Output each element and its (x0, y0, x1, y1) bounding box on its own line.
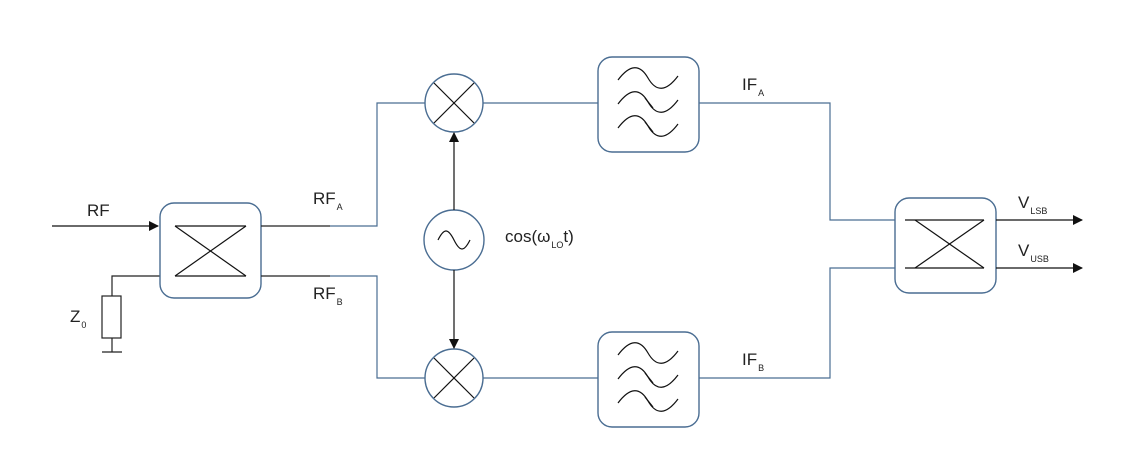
if-a-wire (699, 102, 895, 221)
if-a-label: IFA (742, 76, 764, 98)
lo-prefix: cos(ω (505, 227, 551, 246)
rf-input-text: RF (87, 201, 110, 220)
if-b-wire (699, 267, 895, 379)
rf-a-label: RFA (313, 190, 343, 212)
if-b-subscript: B (758, 363, 765, 373)
if-a-subscript: A (758, 88, 765, 98)
z0-label: Z0 (70, 308, 86, 330)
rf-a-text: RF (313, 189, 336, 208)
rf-input-label: RF (87, 202, 110, 219)
output-hybrid-coupler (894, 197, 997, 294)
mixer-b (424, 348, 484, 408)
input-hybrid-coupler (159, 202, 262, 299)
z0-termination (101, 275, 160, 353)
v-usb-subscript: USB (1030, 254, 1049, 264)
lo-subscript: LO (551, 240, 564, 250)
filter-b (597, 331, 700, 428)
local-oscillator (423, 209, 485, 271)
rf-b-text: RF (313, 284, 336, 303)
z0-subscript: 0 (81, 320, 87, 330)
lo-suffix: t) (563, 227, 574, 246)
mixer-a (424, 73, 484, 133)
if-b-label: IFB (742, 351, 764, 373)
v-lsb-subscript: LSB (1030, 206, 1048, 216)
rf-b-subscript: B (336, 297, 343, 307)
v-usb-label: VUSB (1018, 242, 1049, 264)
if-b-text: IF (742, 350, 758, 369)
v-usb-text: V (1018, 241, 1030, 260)
filter-a (597, 56, 700, 153)
rf-a-subscript: A (336, 202, 343, 212)
v-lsb-label: VLSB (1018, 194, 1047, 216)
rf-b-label: RFB (313, 285, 343, 307)
lo-label: cos(ωLOt) (505, 228, 574, 250)
if-a-text: IF (742, 75, 758, 94)
z0-text: Z (70, 307, 81, 326)
v-lsb-text: V (1018, 193, 1030, 212)
